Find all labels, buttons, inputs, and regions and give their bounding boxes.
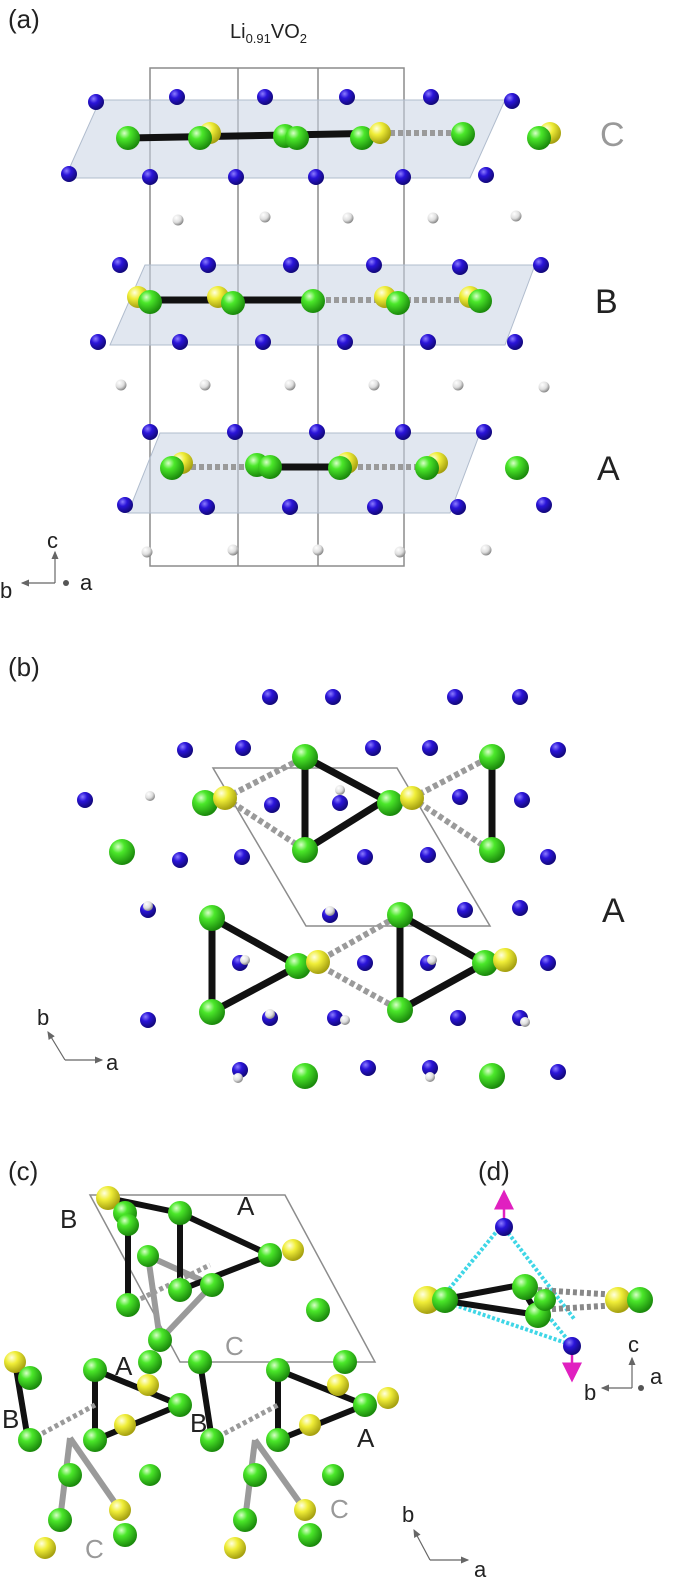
panel-d: (d) — [413, 1156, 663, 1405]
panel-a-tag: (a) — [8, 4, 40, 34]
axis-b-label: b — [0, 578, 12, 603]
panel-b-tag: (b) — [8, 652, 40, 682]
layer-label-b: B — [595, 283, 618, 321]
axes-c — [413, 1528, 470, 1564]
unit-cell-c — [88, 1194, 377, 1363]
c-label-9: C — [330, 1494, 349, 1524]
axis-c-label-d: c — [628, 1332, 639, 1357]
panel-c: (c) — [2, 1156, 487, 1581]
c-label-3: C — [225, 1331, 244, 1361]
c-label-5: A — [115, 1351, 133, 1381]
cyan-links-d — [438, 1223, 577, 1347]
c-label-8: A — [357, 1423, 375, 1453]
panel-a: (a) Li0.91VO2 — [0, 4, 625, 603]
axis-b-label-c: b — [402, 1502, 414, 1527]
oxygen-atoms-b — [77, 689, 566, 1080]
panel-c-tag: (c) — [8, 1156, 38, 1186]
panel-d-tag: (d) — [478, 1156, 510, 1186]
oxygen-atoms-a — [61, 89, 552, 515]
c-label-2: A — [237, 1191, 255, 1221]
unit-cell-b — [211, 767, 492, 927]
c-label-6: C — [85, 1534, 104, 1564]
dashed-bonds-d — [537, 1287, 619, 1313]
lithium-atoms-b — [143, 785, 530, 1083]
axis-b-label-d: b — [584, 1380, 596, 1405]
vanadium-atoms-b — [109, 744, 517, 1089]
axis-a-label: a — [80, 570, 93, 595]
c-label-7: B — [190, 1408, 207, 1438]
panel-b: (b) — [8, 652, 625, 1089]
vanadium-atoms-c — [4, 1186, 399, 1559]
formula-title: Li0.91VO2 — [230, 21, 307, 46]
layer-label-c: C — [600, 116, 625, 154]
axis-a-label-c: a — [474, 1557, 487, 1581]
axis-a-label-d: a — [650, 1364, 663, 1389]
dashed-bonds-b — [223, 754, 492, 1013]
axis-b-label-b: b — [37, 1005, 49, 1030]
c-label-1: B — [60, 1204, 77, 1234]
vanadium-atoms-a — [116, 122, 561, 480]
dashed-bonds-c — [28, 1262, 280, 1443]
axis-a-label-b: a — [106, 1050, 119, 1075]
axes-a — [20, 550, 69, 587]
trimer-bonds-b — [208, 753, 496, 1016]
layer-label-b-panel: A — [602, 892, 625, 930]
axis-c-label: c — [47, 528, 58, 553]
axes-d — [600, 1356, 644, 1392]
axes-b — [47, 1030, 104, 1064]
atoms-d — [413, 1218, 653, 1355]
c-label-4: B — [2, 1404, 19, 1434]
layer-label-a: A — [597, 450, 620, 488]
lithium-atoms-a — [115, 210, 550, 558]
bonds-layer-c — [127, 129, 465, 142]
